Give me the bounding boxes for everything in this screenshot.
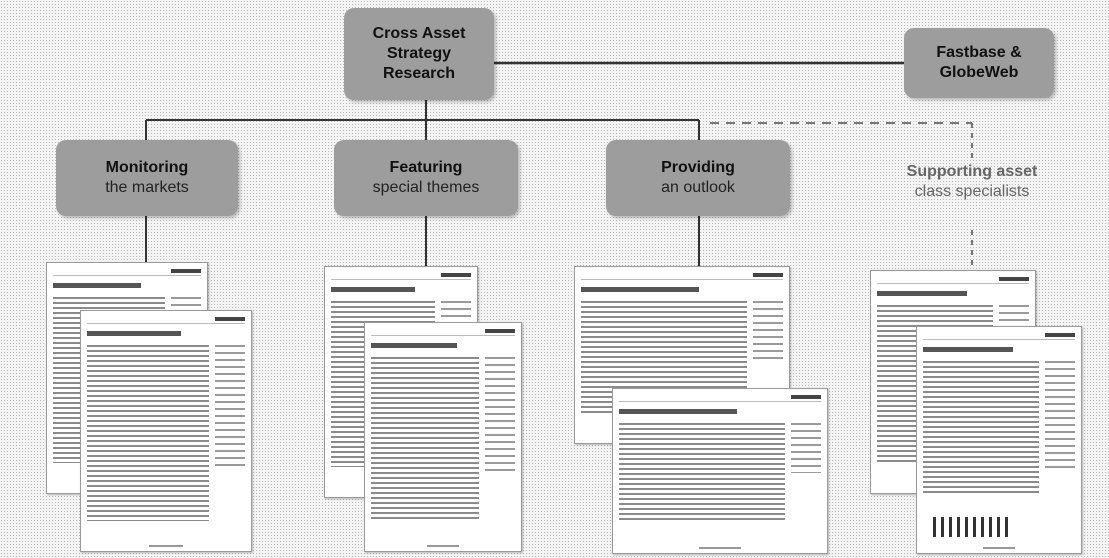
root-line2: Strategy: [386, 45, 452, 62]
root-line1: Cross Asset: [372, 25, 466, 42]
featuring-light: special themes: [372, 179, 480, 196]
monitoring-box: Monitoring the markets: [56, 140, 238, 216]
document-thumbnail-icon: [612, 388, 828, 554]
featuring-box: Featuring special themes: [334, 140, 518, 216]
providing-light: an outlook: [661, 179, 735, 196]
document-thumbnail-icon: [364, 322, 522, 552]
monitoring-bold: Monitoring: [105, 159, 189, 176]
supporting-line1: Supporting asset: [906, 163, 1038, 180]
root-line3: Research: [382, 65, 456, 82]
providing-bold: Providing: [661, 159, 735, 176]
fastbase-globeweb-box: Fastbase & GlobeWeb: [904, 28, 1054, 98]
featuring-bold: Featuring: [389, 159, 463, 176]
fastbase-line2: GlobeWeb: [939, 64, 1019, 81]
document-thumbnail-icon: [916, 326, 1082, 554]
document-thumbnail-icon: [80, 310, 252, 552]
monitoring-light: the markets: [105, 179, 189, 196]
supporting-line2: class specialists: [914, 183, 1030, 200]
supporting-asset-class-specialists-label: Supporting asset class specialists: [872, 162, 1072, 212]
fastbase-line1: Fastbase &: [936, 44, 1022, 61]
cross-asset-strategy-research-box: Cross Asset Strategy Research: [344, 8, 494, 100]
providing-box: Providing an outlook: [606, 140, 790, 216]
